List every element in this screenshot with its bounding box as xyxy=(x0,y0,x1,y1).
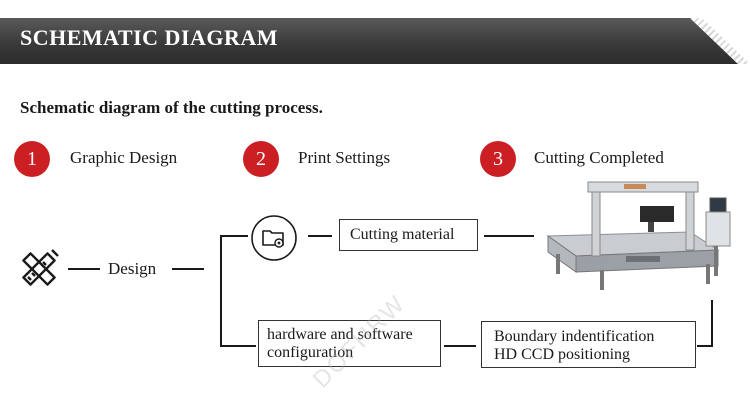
cutting-material-box: Cutting material xyxy=(339,219,478,251)
step-3-badge: 3 xyxy=(480,141,516,177)
boundary-identification-box: Boundary indentification HD CCD position… xyxy=(481,321,696,368)
bracket-bottom xyxy=(220,345,256,347)
connector-material-to-machine xyxy=(484,235,534,237)
page-title: SCHEMATIC DIAGRAM xyxy=(20,25,279,50)
hardware-line-2: configuration xyxy=(267,344,354,361)
step-1-badge: 1 xyxy=(14,141,50,177)
step-1-label: Graphic Design xyxy=(70,148,178,167)
connector-hardware-to-boundary xyxy=(444,345,476,347)
subtitle: Schematic diagram of the cutting process… xyxy=(20,98,323,117)
step-2-badge: 2 xyxy=(243,141,279,177)
cutting-machine-image xyxy=(546,181,731,290)
connector-machine-vertical xyxy=(711,300,713,347)
connector-machine-to-boundary xyxy=(697,345,713,347)
cutting-material-label: Cutting material xyxy=(350,226,455,243)
design-tools-icon xyxy=(22,249,59,286)
connector-icon-to-material xyxy=(308,235,332,237)
boundary-line-1: Boundary indentification xyxy=(494,328,655,345)
header-banner xyxy=(0,18,738,64)
boundary-line-2: HD CCD positioning xyxy=(494,346,631,363)
design-label: Design xyxy=(108,259,157,278)
step-3-label: Cutting Completed xyxy=(534,148,664,167)
bracket-top xyxy=(220,235,248,237)
hardware-software-box: hardware and software configuration xyxy=(258,320,441,367)
connector-icon-to-design xyxy=(68,268,100,270)
bracket-vertical xyxy=(220,235,222,347)
folder-settings-icon xyxy=(251,215,297,261)
connector-design-out xyxy=(172,268,204,270)
step-2-label: Print Settings xyxy=(298,148,391,167)
hardware-line-1: hardware and software xyxy=(267,326,413,343)
